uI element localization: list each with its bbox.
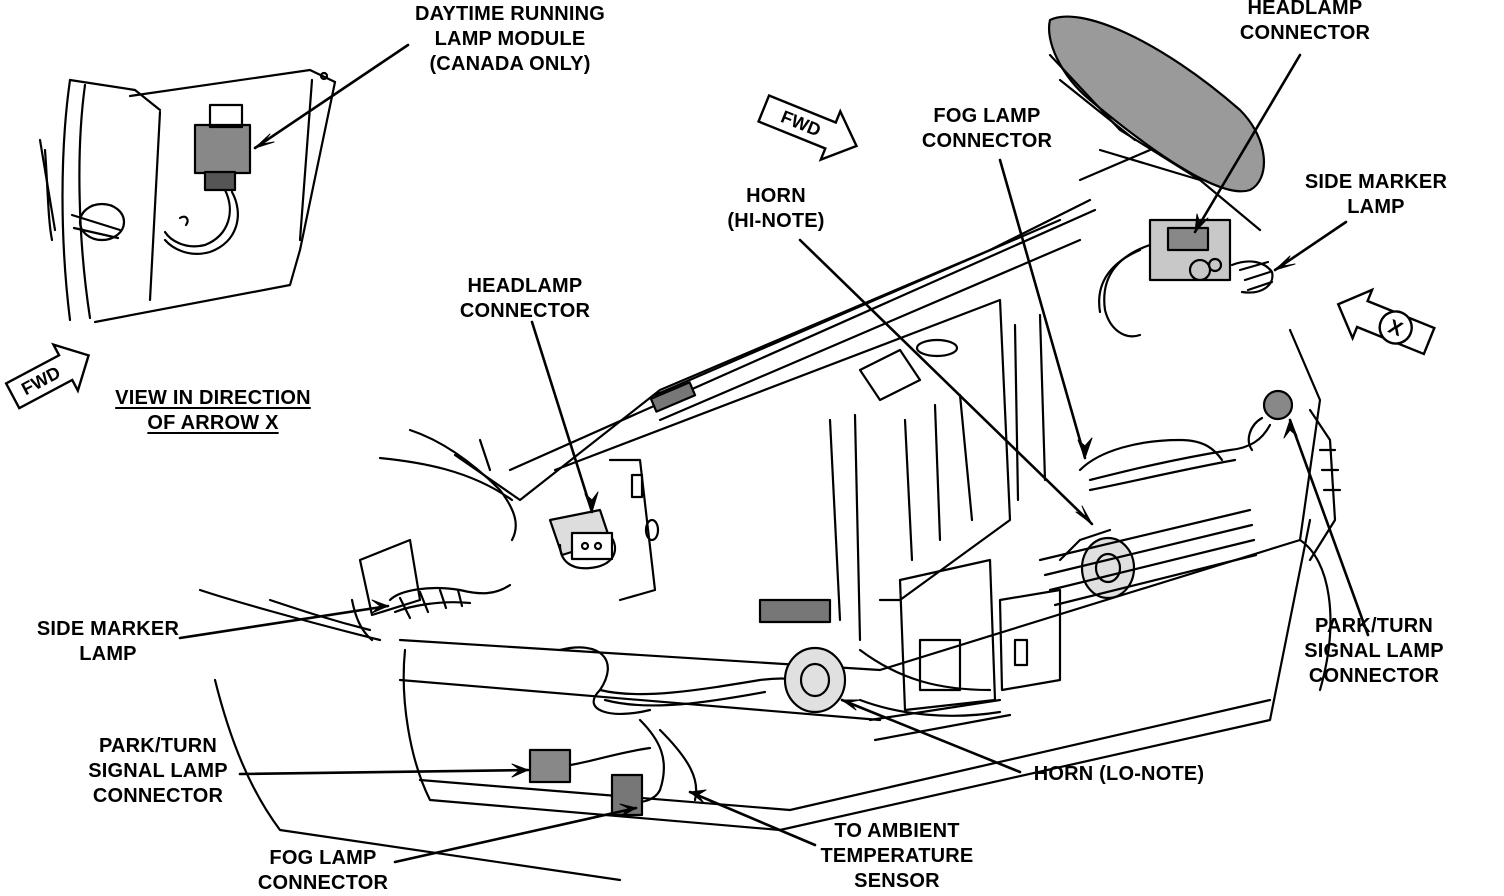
label-ambient-temp-sensor: TO AMBIENT TEMPERATURE SENSOR — [820, 820, 974, 892]
label-side-marker-left: SIDE MARKER LAMP — [36, 618, 180, 665]
label-headlamp-connector-right: HEADLAMP CONNECTOR — [1239, 0, 1371, 44]
label-side-marker-right: SIDE MARKER LAMP — [1304, 171, 1448, 218]
label-fog-lamp-connector-upper: FOG LAMP CONNECTOR — [921, 105, 1053, 152]
fwd-arrow-main: FWD — [756, 93, 859, 162]
label-horn-lo-note: HORN (LO-NOTE) — [1033, 763, 1205, 785]
label-park-turn-right: PARK/TURN SIGNAL LAMP CONNECTOR — [1304, 615, 1444, 687]
inset-view-drawing — [38, 68, 337, 324]
label-headlamp-connector-left: HEADLAMP CONNECTOR — [459, 275, 591, 322]
label-view-direction: VIEW IN DIRECTION OF ARROW X — [115, 387, 311, 434]
label-fog-lamp-connector-lower: FOG LAMP CONNECTOR — [257, 847, 389, 894]
leader-arrowheads — [254, 133, 1298, 817]
vehicle-body-drawing — [198, 15, 1342, 882]
fwd-arrow-inset: FWD — [4, 342, 91, 410]
label-drl-module: DAYTIME RUNNING LAMP MODULE (CANADA ONLY… — [414, 3, 606, 75]
label-horn-hi-note: HORN (HI-NOTE) — [727, 185, 825, 232]
view-arrow-x: X — [1336, 287, 1436, 356]
label-park-turn-left: PARK/TURN SIGNAL LAMP CONNECTOR — [88, 735, 228, 807]
